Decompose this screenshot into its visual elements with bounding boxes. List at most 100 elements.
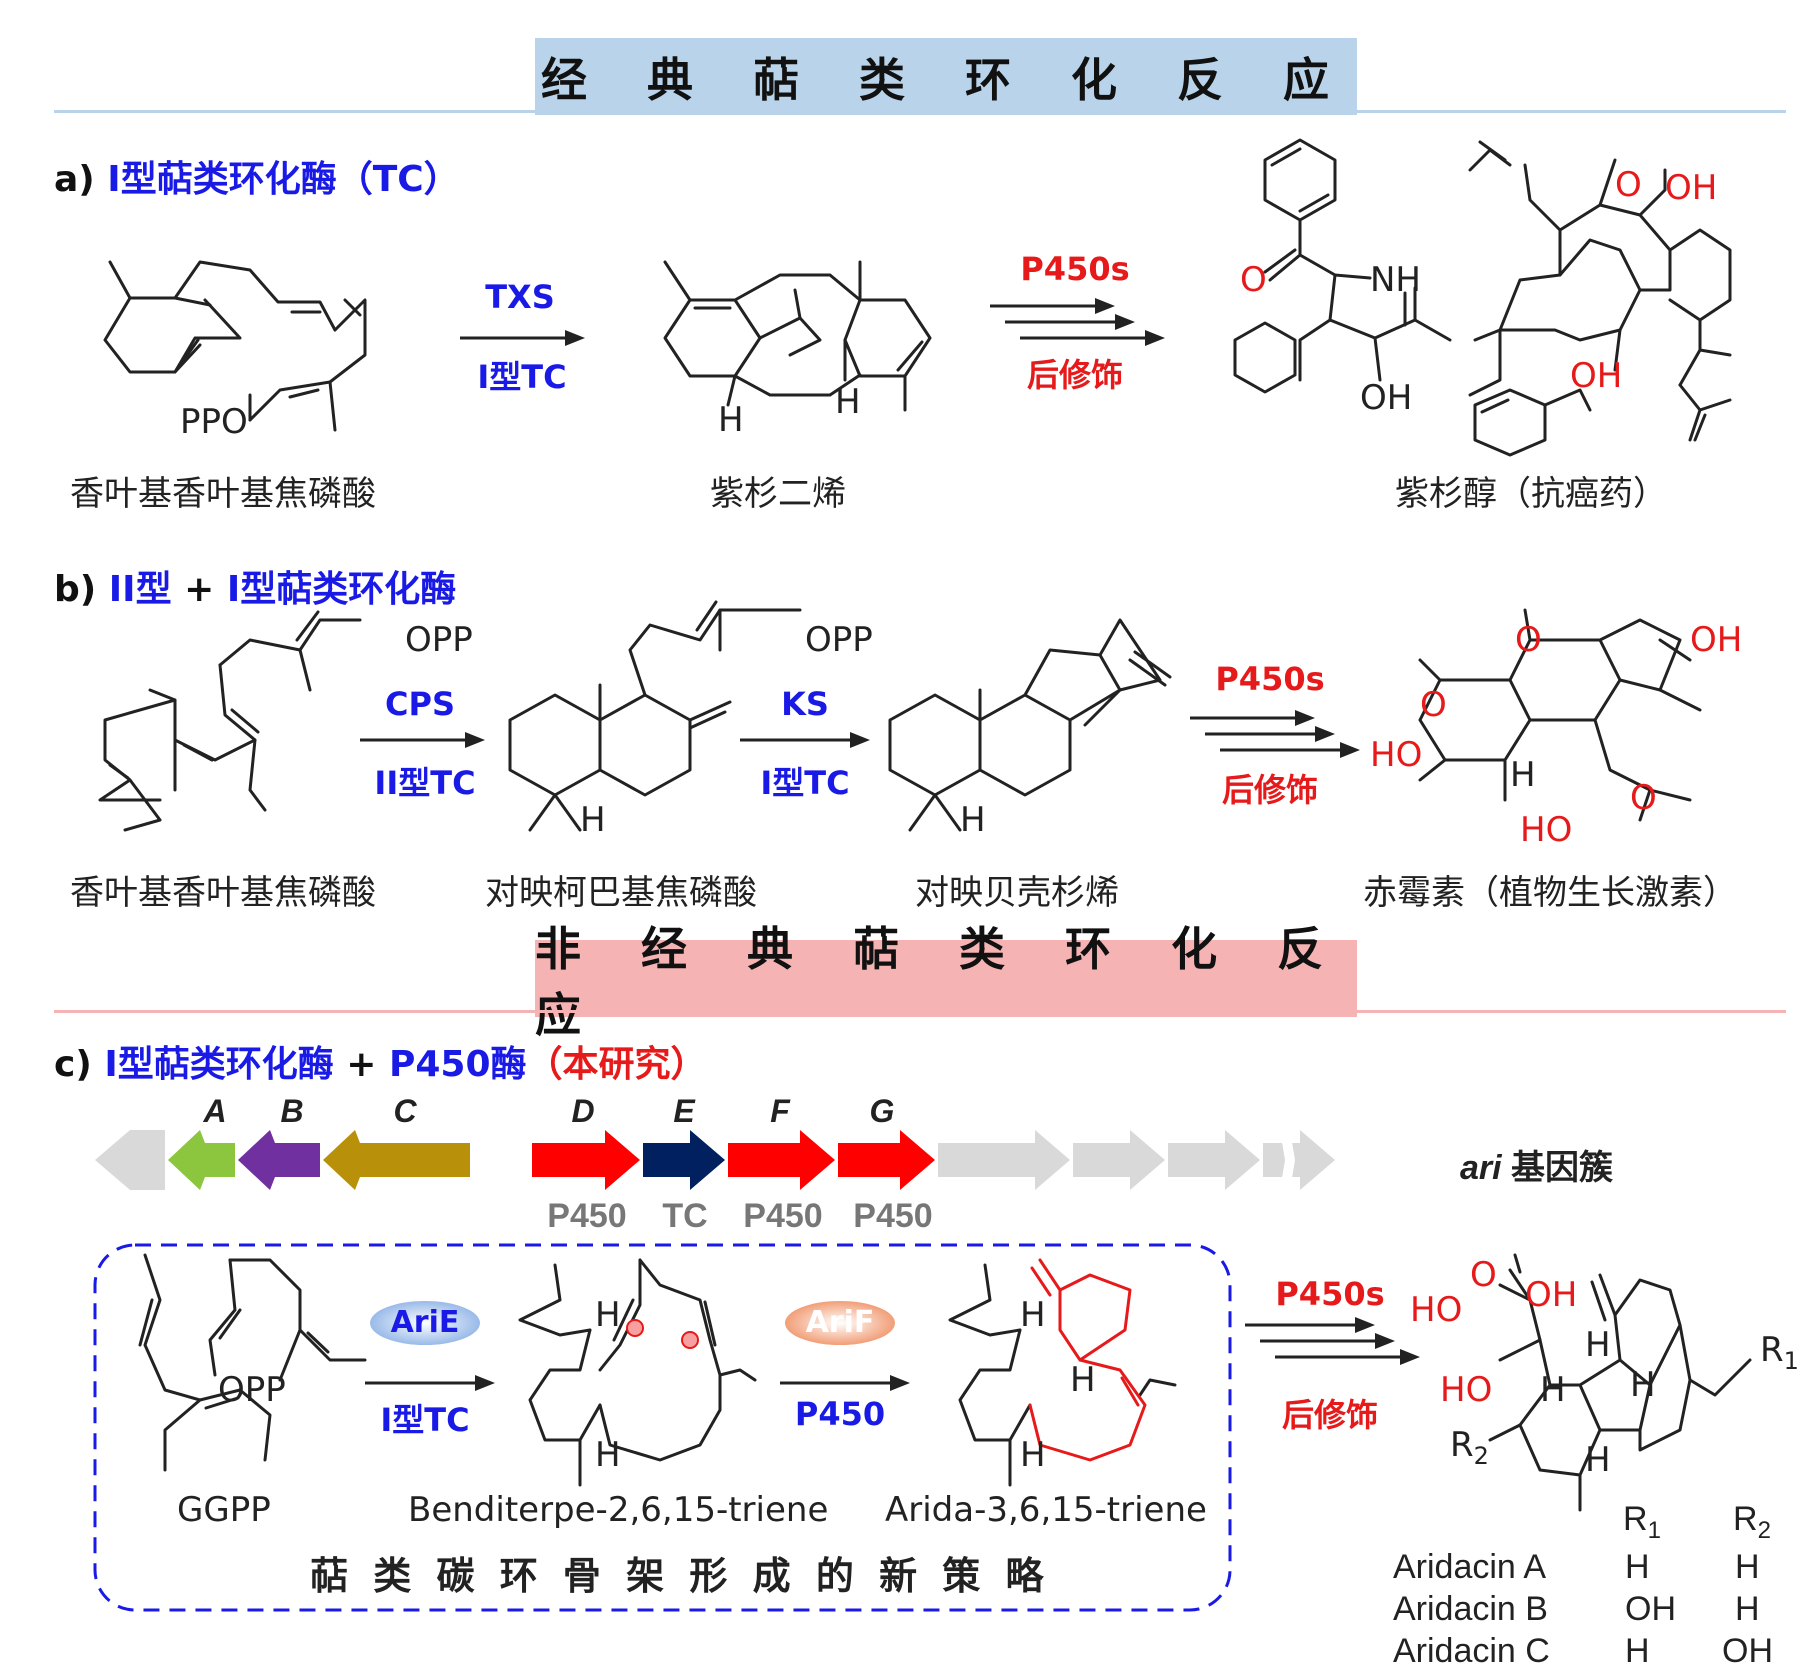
post-modification-label-c: 后修饰 bbox=[1281, 1396, 1378, 1434]
nh-label: NH bbox=[1370, 260, 1421, 300]
arida-triene-caption: Arida-3,6,15-triene bbox=[885, 1490, 1207, 1530]
taxadiene-structure bbox=[663, 260, 932, 412]
table-header-r1: R1 bbox=[1623, 1500, 1661, 1544]
gene-arrow-C bbox=[323, 1130, 470, 1190]
table-row-r1-a: H bbox=[1625, 1548, 1650, 1586]
gibberellin-caption: 赤霉素（植物生长激素） bbox=[1363, 873, 1737, 913]
gene-arrow-gray-left bbox=[95, 1130, 165, 1190]
gene-arrow-gray-3 bbox=[1168, 1130, 1260, 1190]
h-label-c6: H bbox=[1585, 1325, 1611, 1365]
ggpp-caption-b: 香叶基香叶基焦磷酸 bbox=[70, 873, 376, 913]
opp-label-b1: OPP bbox=[405, 620, 473, 660]
type1-tc-label-b: I型TC bbox=[760, 764, 850, 802]
ent-kaurene-structure bbox=[888, 618, 1172, 832]
arif-badge-bg bbox=[785, 1301, 895, 1345]
arie-badge-bg bbox=[370, 1301, 480, 1345]
ggpp-caption-c: GGPP bbox=[177, 1490, 271, 1530]
gene-arrow-E bbox=[643, 1130, 725, 1190]
gene-label-f: F bbox=[770, 1093, 790, 1129]
ks-label: KS bbox=[781, 685, 829, 723]
table-header-r2: R2 bbox=[1733, 1500, 1771, 1544]
ggpp-structure-b bbox=[98, 610, 362, 832]
type2-tc-label: II型TC bbox=[374, 764, 476, 802]
gene-arrow-A bbox=[168, 1130, 235, 1190]
cps-label: CPS bbox=[385, 685, 455, 723]
taxol-caption: 紫杉醇（抗癌药） bbox=[1395, 474, 1667, 514]
p450s-label-c: P450s bbox=[1275, 1275, 1385, 1313]
nonclassic-banner-text: 非 经 典 萜 类 环 化 反 应 bbox=[535, 921, 1346, 1042]
ho-label-c1: HO bbox=[1410, 1290, 1463, 1330]
h-label-b3: H bbox=[1510, 755, 1536, 795]
arida-new-ring bbox=[1028, 1258, 1147, 1462]
classic-divider bbox=[54, 110, 1786, 113]
h-label-c4: H bbox=[1070, 1360, 1096, 1400]
p450-label-c: P450 bbox=[794, 1395, 886, 1433]
section-c-heading: c) I型萜类环化酶 + P450酶（本研究） bbox=[54, 1044, 707, 1085]
table-row-r2-a: H bbox=[1735, 1548, 1760, 1586]
gene-arrow-F bbox=[728, 1130, 835, 1190]
gene-sub-f: P450 bbox=[743, 1197, 823, 1235]
txs-label: TXS bbox=[485, 278, 555, 316]
o-label-b3: O bbox=[1630, 778, 1657, 818]
r1-label-struct: R1 bbox=[1760, 1330, 1799, 1375]
gene-arrow-gray-1 bbox=[938, 1130, 1070, 1190]
gene-cluster bbox=[95, 1130, 1335, 1190]
ent-cpp-structure bbox=[508, 600, 802, 832]
gene-arrow-G bbox=[838, 1130, 935, 1190]
ggpp-structure-c bbox=[138, 1253, 367, 1472]
h-label-c7: H bbox=[1540, 1370, 1566, 1410]
opp-label-c: OPP bbox=[218, 1370, 286, 1410]
r2-label-struct: R2 bbox=[1450, 1425, 1489, 1470]
o-label-a2: O bbox=[1615, 165, 1642, 205]
reactive-site-dot-1 bbox=[626, 1319, 644, 1337]
table-row-r1-b: OH bbox=[1625, 1590, 1676, 1628]
o-label-a1: O bbox=[1240, 260, 1267, 300]
oh-label-a2: OH bbox=[1665, 168, 1718, 208]
h-label-c5: H bbox=[1020, 1435, 1046, 1475]
h-label-b2: H bbox=[960, 800, 986, 840]
table-row-name-c: Aridacin C bbox=[1393, 1632, 1550, 1670]
reaction-arrows bbox=[360, 298, 1420, 1391]
table-row-r1-c: H bbox=[1625, 1632, 1650, 1670]
type1-tc-label-a: I型TC bbox=[477, 358, 567, 396]
oh-label-a3: OH bbox=[1570, 356, 1623, 396]
gene-label-b: B bbox=[280, 1093, 304, 1129]
h-label-b1: H bbox=[580, 800, 606, 840]
ggpp-structure-a bbox=[103, 260, 367, 432]
gene-cluster-label: ari 基因簇 bbox=[1460, 1149, 1614, 1187]
arida-triene-structure bbox=[948, 1263, 1177, 1487]
new-strategy-box bbox=[93, 1243, 1232, 1612]
h-label-c1: H bbox=[595, 1295, 621, 1335]
p450s-label-a: P450s bbox=[1020, 250, 1130, 288]
oh-label-a1: OH bbox=[1360, 378, 1413, 418]
table-row-r2-b: H bbox=[1735, 1590, 1760, 1628]
taxadiene-caption: 紫杉二烯 bbox=[710, 474, 846, 514]
nonclassic-divider bbox=[54, 1010, 1786, 1013]
gene-label-c: C bbox=[393, 1093, 417, 1129]
gene-label-g: G bbox=[869, 1093, 895, 1129]
ho-label-b2: HO bbox=[1520, 810, 1573, 850]
gibberellin-structure bbox=[1418, 608, 1702, 822]
post-modification-label-a: 后修饰 bbox=[1026, 356, 1123, 394]
new-strategy-caption: 萜 类 碳 环 骨 架 形 成 的 新 策 略 bbox=[310, 1554, 1050, 1598]
gene-sub-g: P450 bbox=[853, 1197, 933, 1235]
gene-label-d: D bbox=[571, 1093, 595, 1129]
h-label-c8: H bbox=[1630, 1365, 1656, 1405]
ent-kaurene-caption: 对映贝壳杉烯 bbox=[915, 873, 1119, 913]
ggpp-caption-a: 香叶基香叶基焦磷酸 bbox=[70, 474, 376, 514]
o-label-c: O bbox=[1470, 1255, 1497, 1295]
h-label-a2: H bbox=[835, 382, 861, 422]
o-label-b2: O bbox=[1515, 620, 1542, 660]
gene-sub-d: P450 bbox=[547, 1197, 627, 1235]
reactive-site-dot-2 bbox=[681, 1331, 699, 1349]
gene-arrow-D bbox=[532, 1130, 640, 1190]
ho-label-c2: HO bbox=[1440, 1370, 1493, 1410]
benditerpene-caption: Benditerpe-2,6,15-triene bbox=[408, 1490, 829, 1530]
gene-label-e: E bbox=[673, 1093, 695, 1129]
table-row-name-a: Aridacin A bbox=[1393, 1548, 1547, 1586]
h-label-c3: H bbox=[1020, 1295, 1046, 1335]
gene-arrow-B bbox=[238, 1130, 320, 1190]
ent-cpp-caption: 对映柯巴基焦磷酸 bbox=[485, 873, 757, 913]
gene-arrow-gray-4 bbox=[1263, 1130, 1335, 1190]
aridacin-structure bbox=[1488, 1253, 1752, 1512]
